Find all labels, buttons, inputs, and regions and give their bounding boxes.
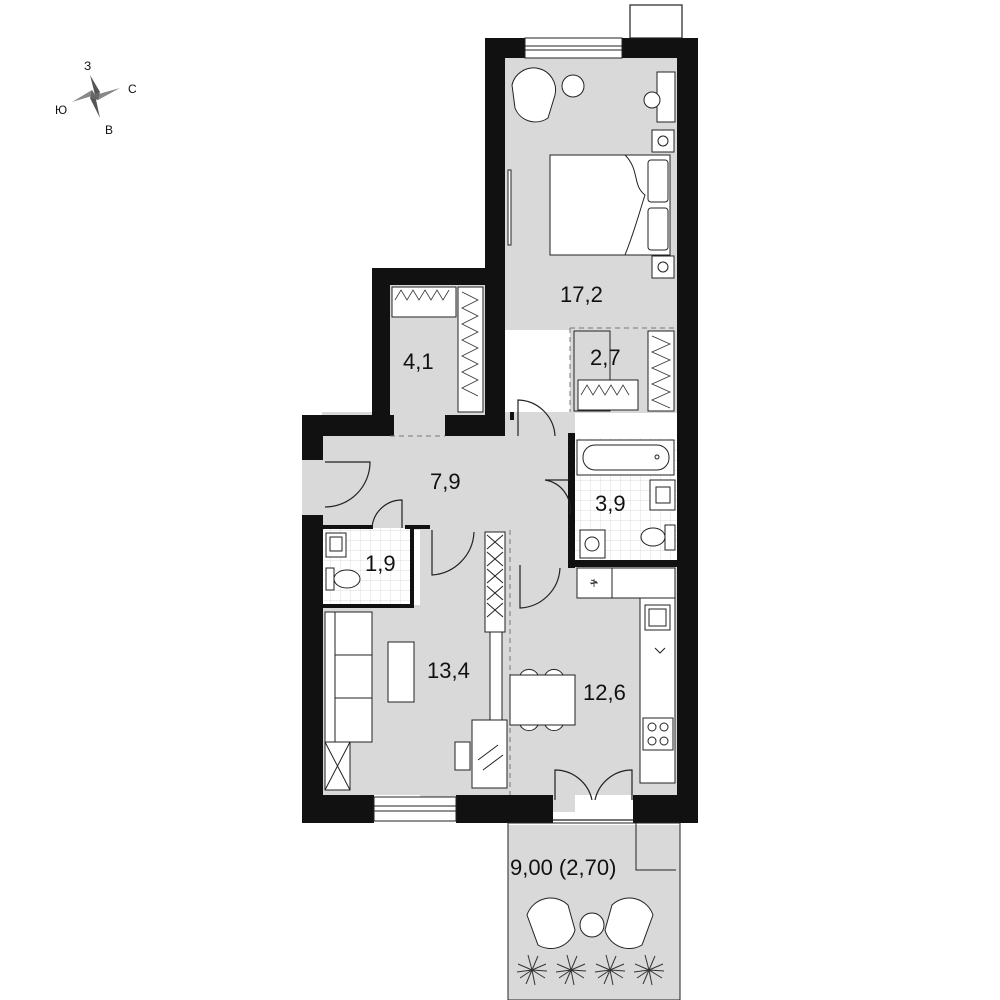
- compass-rose: З С В Ю: [55, 59, 137, 137]
- door-wc: [371, 499, 403, 529]
- stove: [642, 717, 674, 751]
- door-living-room: [431, 530, 475, 576]
- compass-west-label: Ю: [55, 103, 67, 117]
- balcony-furniture: [507, 822, 681, 1000]
- area-label-living-room: 13,4: [427, 658, 470, 683]
- bathroom-fixtures: [576, 439, 676, 559]
- wc-toilet: [325, 567, 335, 591]
- dining-table: [509, 674, 576, 726]
- area-label-bathroom: 3,9: [595, 491, 626, 516]
- area-label-balcony: 9,00 (2,70): [510, 855, 616, 880]
- area-label-hall: 7,9: [430, 469, 461, 494]
- desk-chair: [454, 741, 471, 771]
- compass-south-label: В: [105, 123, 113, 137]
- area-label-bedroom: 17,2: [560, 282, 603, 307]
- balcony-table: [579, 912, 605, 938]
- balcony-chair-left: [526, 897, 576, 949]
- living-room-furniture: [324, 531, 508, 791]
- wc-fixtures: [325, 532, 361, 591]
- kitchen-furniture: [509, 567, 676, 784]
- coffee-table: [387, 641, 415, 703]
- wardrobe-shelves: [391, 286, 675, 413]
- area-label-closet: 2,7: [590, 345, 621, 370]
- area-label-kitchen: 12,6: [583, 680, 626, 705]
- area-label-wc: 1,9: [365, 551, 396, 576]
- hanger-zigzags: [394, 289, 671, 409]
- balcony-chair-right: [604, 897, 654, 949]
- bathroom-toilet: [664, 524, 676, 551]
- door-kitchen: [519, 565, 561, 609]
- door-bedroom: [517, 399, 556, 437]
- countertop: [611, 567, 676, 599]
- balcony-plants: [516, 954, 665, 986]
- room-labels: 17,2 4,1 2,7 7,9 3,9 1,9 13,4 12,6 9,00 …: [365, 282, 626, 880]
- ventilation-shaft: [629, 4, 683, 39]
- area-label-wardrobe: 4,1: [403, 349, 434, 374]
- compass-north-label: З: [84, 59, 91, 73]
- dashed-partitions: [390, 327, 677, 795]
- entrance-door-frame: [302, 460, 323, 515]
- compass-east-label: С: [128, 82, 137, 96]
- door-balcony-right: [594, 769, 633, 801]
- desk: [471, 719, 508, 789]
- balcony-outline: [507, 822, 681, 1000]
- walls: [302, 38, 698, 823]
- bedroom-furniture: [507, 67, 676, 279]
- window-living-room: [373, 796, 457, 822]
- doors: [324, 399, 635, 821]
- door-bathroom: [544, 479, 571, 515]
- side-table: [561, 74, 585, 98]
- door-entrance: [324, 461, 371, 508]
- door-balcony-left: [554, 769, 593, 801]
- window-bedroom: [524, 37, 623, 59]
- windows: [302, 37, 623, 822]
- sofa: [324, 611, 373, 743]
- armchair: [511, 67, 557, 123]
